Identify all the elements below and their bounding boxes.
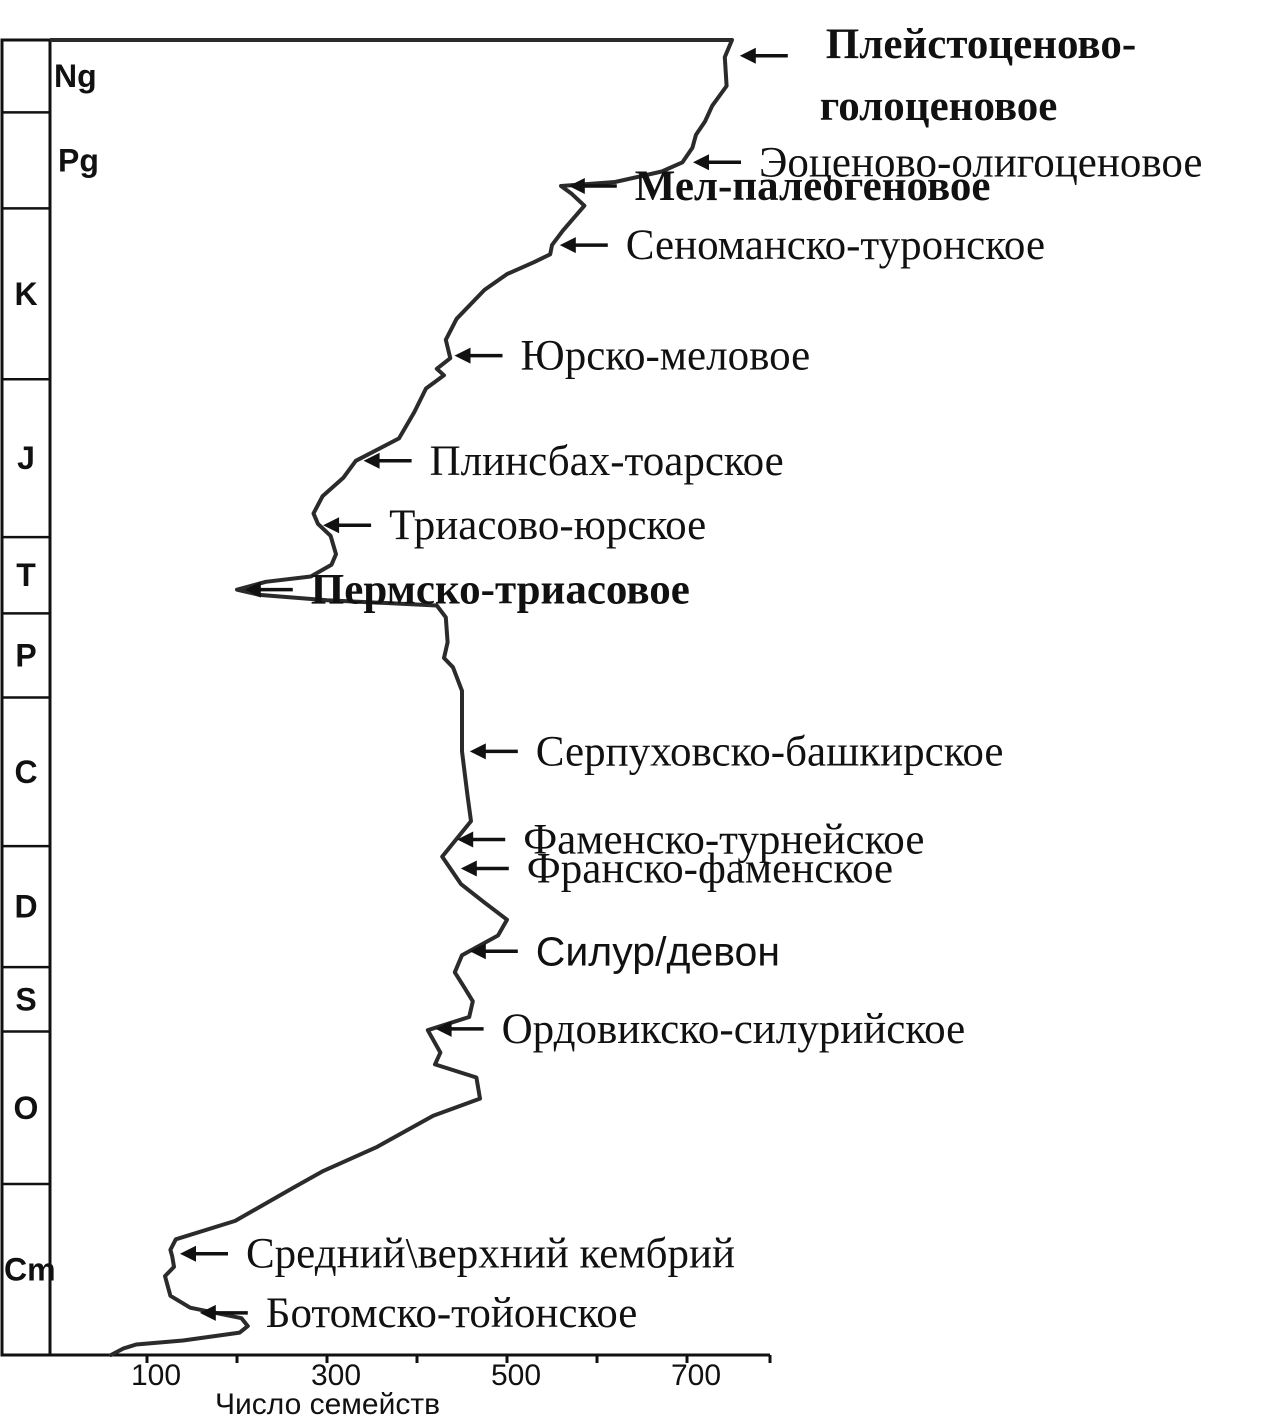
event-label: Плейстоценово-	[826, 21, 1136, 68]
event-label: Сеноманско-туронское	[626, 222, 1045, 269]
period-label: D	[14, 889, 37, 925]
event-label: Эоценово-олигоценовое	[759, 139, 1203, 186]
x-axis-title: Число семейств	[215, 1388, 440, 1417]
event-arrow-head	[244, 581, 261, 598]
event-arrow-head	[460, 860, 477, 877]
x-axis: 100 300 500 700	[50, 1353, 772, 1392]
event-arrow-head	[693, 154, 709, 171]
event-label: Триасово-юрское	[389, 502, 706, 549]
event-label: Ботомско-тойонское	[266, 1290, 638, 1337]
event-arrow-head	[435, 1020, 452, 1037]
x-tick-label: 100	[131, 1359, 181, 1392]
event-arrow-head	[199, 1304, 216, 1321]
event-arrow-head	[469, 943, 486, 960]
period-label: Cm	[4, 1252, 56, 1288]
event-label: Плинсбах-тоарское	[430, 438, 784, 485]
event-label: Силур/девон	[536, 928, 780, 974]
event-label: Юрско-меловое	[521, 333, 811, 380]
period-label: K	[14, 276, 37, 312]
event-label: Пермско-триасовое	[311, 567, 690, 614]
event-arrow-head	[469, 743, 486, 760]
event-label: Франско-фаменское	[527, 845, 893, 892]
event-arrow-head	[323, 517, 340, 534]
event-arrow-head	[454, 347, 471, 364]
event-label: Фаменско-турнейское	[523, 817, 924, 864]
event-layer: Плейстоценово-голоценовоеЭоценово-олигоц…	[180, 21, 1203, 1337]
period-label: O	[14, 1090, 39, 1126]
event-arrow-head	[739, 47, 756, 64]
series-layer	[50, 38, 734, 1357]
event-label: Мел-палеогеновое	[635, 163, 991, 210]
period-label: Ng	[54, 58, 97, 94]
event-label-line2: голоценовое	[820, 83, 1058, 130]
period-label: J	[17, 440, 35, 476]
x-tick-label: 300	[311, 1359, 361, 1392]
period-label: P	[15, 637, 36, 673]
period-label: C	[14, 754, 37, 790]
period-label: S	[15, 981, 36, 1017]
event-label: Ордовикско-силурийское	[502, 1006, 966, 1053]
period-label: T	[16, 557, 36, 593]
event-arrow-head	[559, 237, 576, 254]
event-arrow-head	[457, 831, 474, 848]
event-label: Средний\верхний кембрий	[246, 1231, 735, 1278]
event-arrow-head	[363, 452, 380, 469]
event-label: Серпуховско-башкирское	[536, 728, 1004, 775]
x-tick-label: 500	[491, 1359, 541, 1392]
period-label: Pg	[58, 142, 99, 178]
event-arrow-head	[180, 1245, 196, 1262]
diversity-line	[109, 38, 734, 1357]
event-arrow-head	[568, 177, 585, 194]
x-tick-label: 700	[671, 1359, 721, 1392]
